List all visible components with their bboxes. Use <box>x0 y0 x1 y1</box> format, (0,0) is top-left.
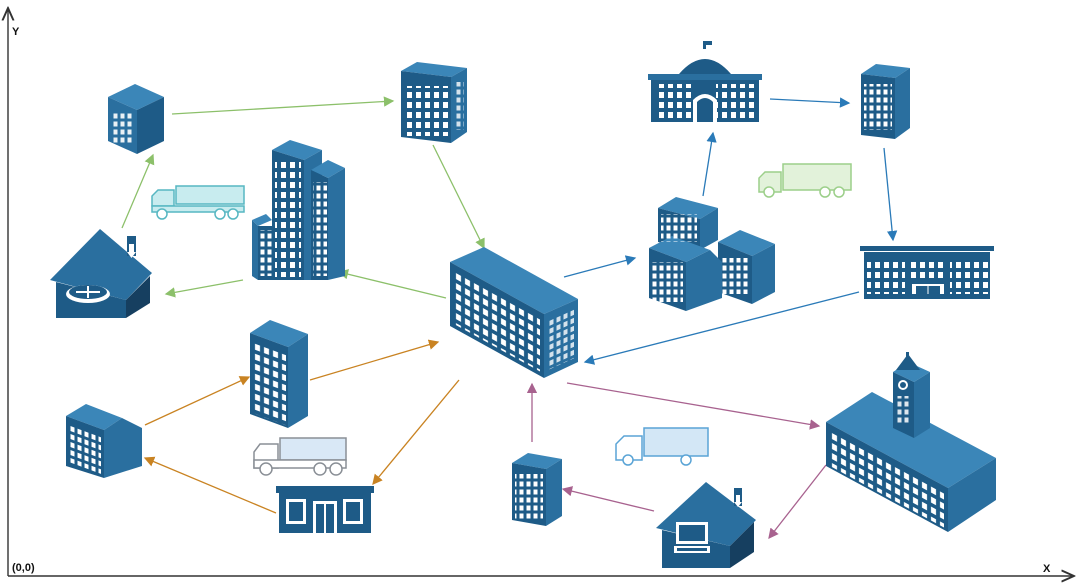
central-office-building-icon <box>450 247 578 378</box>
router-house-icon <box>50 229 152 318</box>
route-arrow-purple <box>768 464 827 540</box>
route-arrow-blue <box>563 255 637 278</box>
delivery-truck-icon <box>253 437 347 476</box>
trucks <box>151 163 852 476</box>
small-office-building-icon <box>66 404 142 478</box>
buildings <box>50 41 996 568</box>
coordinate-axes: Y X (0,0) <box>8 8 1074 576</box>
route-arrow-green <box>164 279 244 298</box>
capitol-building-icon <box>648 41 762 122</box>
route-arrow-blue <box>883 147 898 242</box>
tall-tower-building-icon <box>250 320 308 428</box>
routes <box>121 96 898 540</box>
small-tower-building-icon <box>512 453 562 526</box>
route-arrow-orange <box>372 379 460 486</box>
shop-building-icon <box>276 486 374 533</box>
route-arrow-green <box>337 269 447 299</box>
route-arrow-blue <box>702 131 717 197</box>
route-arrow-orange <box>309 339 440 381</box>
skyscraper-cluster-icon <box>252 140 345 280</box>
route-arrow-orange <box>144 376 251 426</box>
x-axis-label: X <box>1043 563 1051 575</box>
route-arrow-purple <box>561 486 655 512</box>
route-arrow-green <box>171 96 395 115</box>
narrow-tower-building-icon <box>861 64 910 139</box>
block-cluster-building-icon <box>649 197 775 311</box>
delivery-truck-icon <box>615 427 709 466</box>
route-arrow-purple <box>566 382 821 430</box>
route-arrow-blue <box>583 291 860 365</box>
clock-tower-building-icon <box>826 352 996 532</box>
route-arrow-green <box>432 144 485 250</box>
y-axis-label: Y <box>12 26 20 38</box>
computer-house-icon <box>656 482 756 568</box>
delivery-truck-icon <box>151 185 245 220</box>
colonnade-building-icon <box>860 246 994 299</box>
route-arrow-orange <box>143 456 277 514</box>
route-arrow-blue <box>769 97 851 108</box>
route-arrow-green <box>121 153 155 229</box>
corner-tower-building-icon <box>401 62 467 143</box>
small-cube-building-icon <box>108 84 164 154</box>
delivery-truck-icon <box>758 163 852 198</box>
origin-label: (0,0) <box>12 562 35 574</box>
